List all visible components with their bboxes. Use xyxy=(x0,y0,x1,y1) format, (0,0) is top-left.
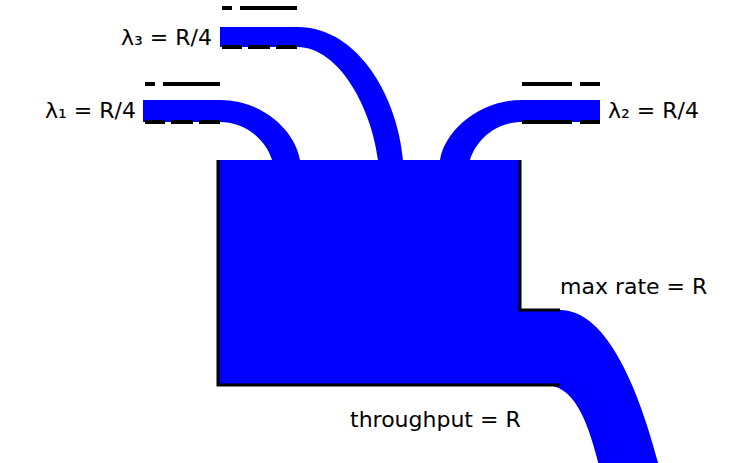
pipe-edge xyxy=(222,6,297,10)
pipe-edge xyxy=(522,82,600,86)
input-stream xyxy=(440,100,600,160)
pipe-edges xyxy=(145,8,600,122)
rate-label: throughput = R xyxy=(350,407,521,433)
pipe-edge xyxy=(222,45,297,49)
pipe-edge xyxy=(522,120,600,124)
rate-label: λ₁ = R/4 xyxy=(45,98,136,124)
input-stream xyxy=(220,27,403,160)
rate-label: max rate = R xyxy=(560,274,707,300)
pipe-edge xyxy=(145,82,220,86)
rate-label: λ₂ = R/4 xyxy=(608,98,699,124)
input-stream xyxy=(143,100,300,160)
bucket-fill xyxy=(218,160,560,385)
bucket-wall xyxy=(218,160,560,385)
pipe-edge xyxy=(145,120,220,124)
rate-label: λ₃ = R/4 xyxy=(121,25,212,51)
bucket-wall xyxy=(520,160,560,310)
